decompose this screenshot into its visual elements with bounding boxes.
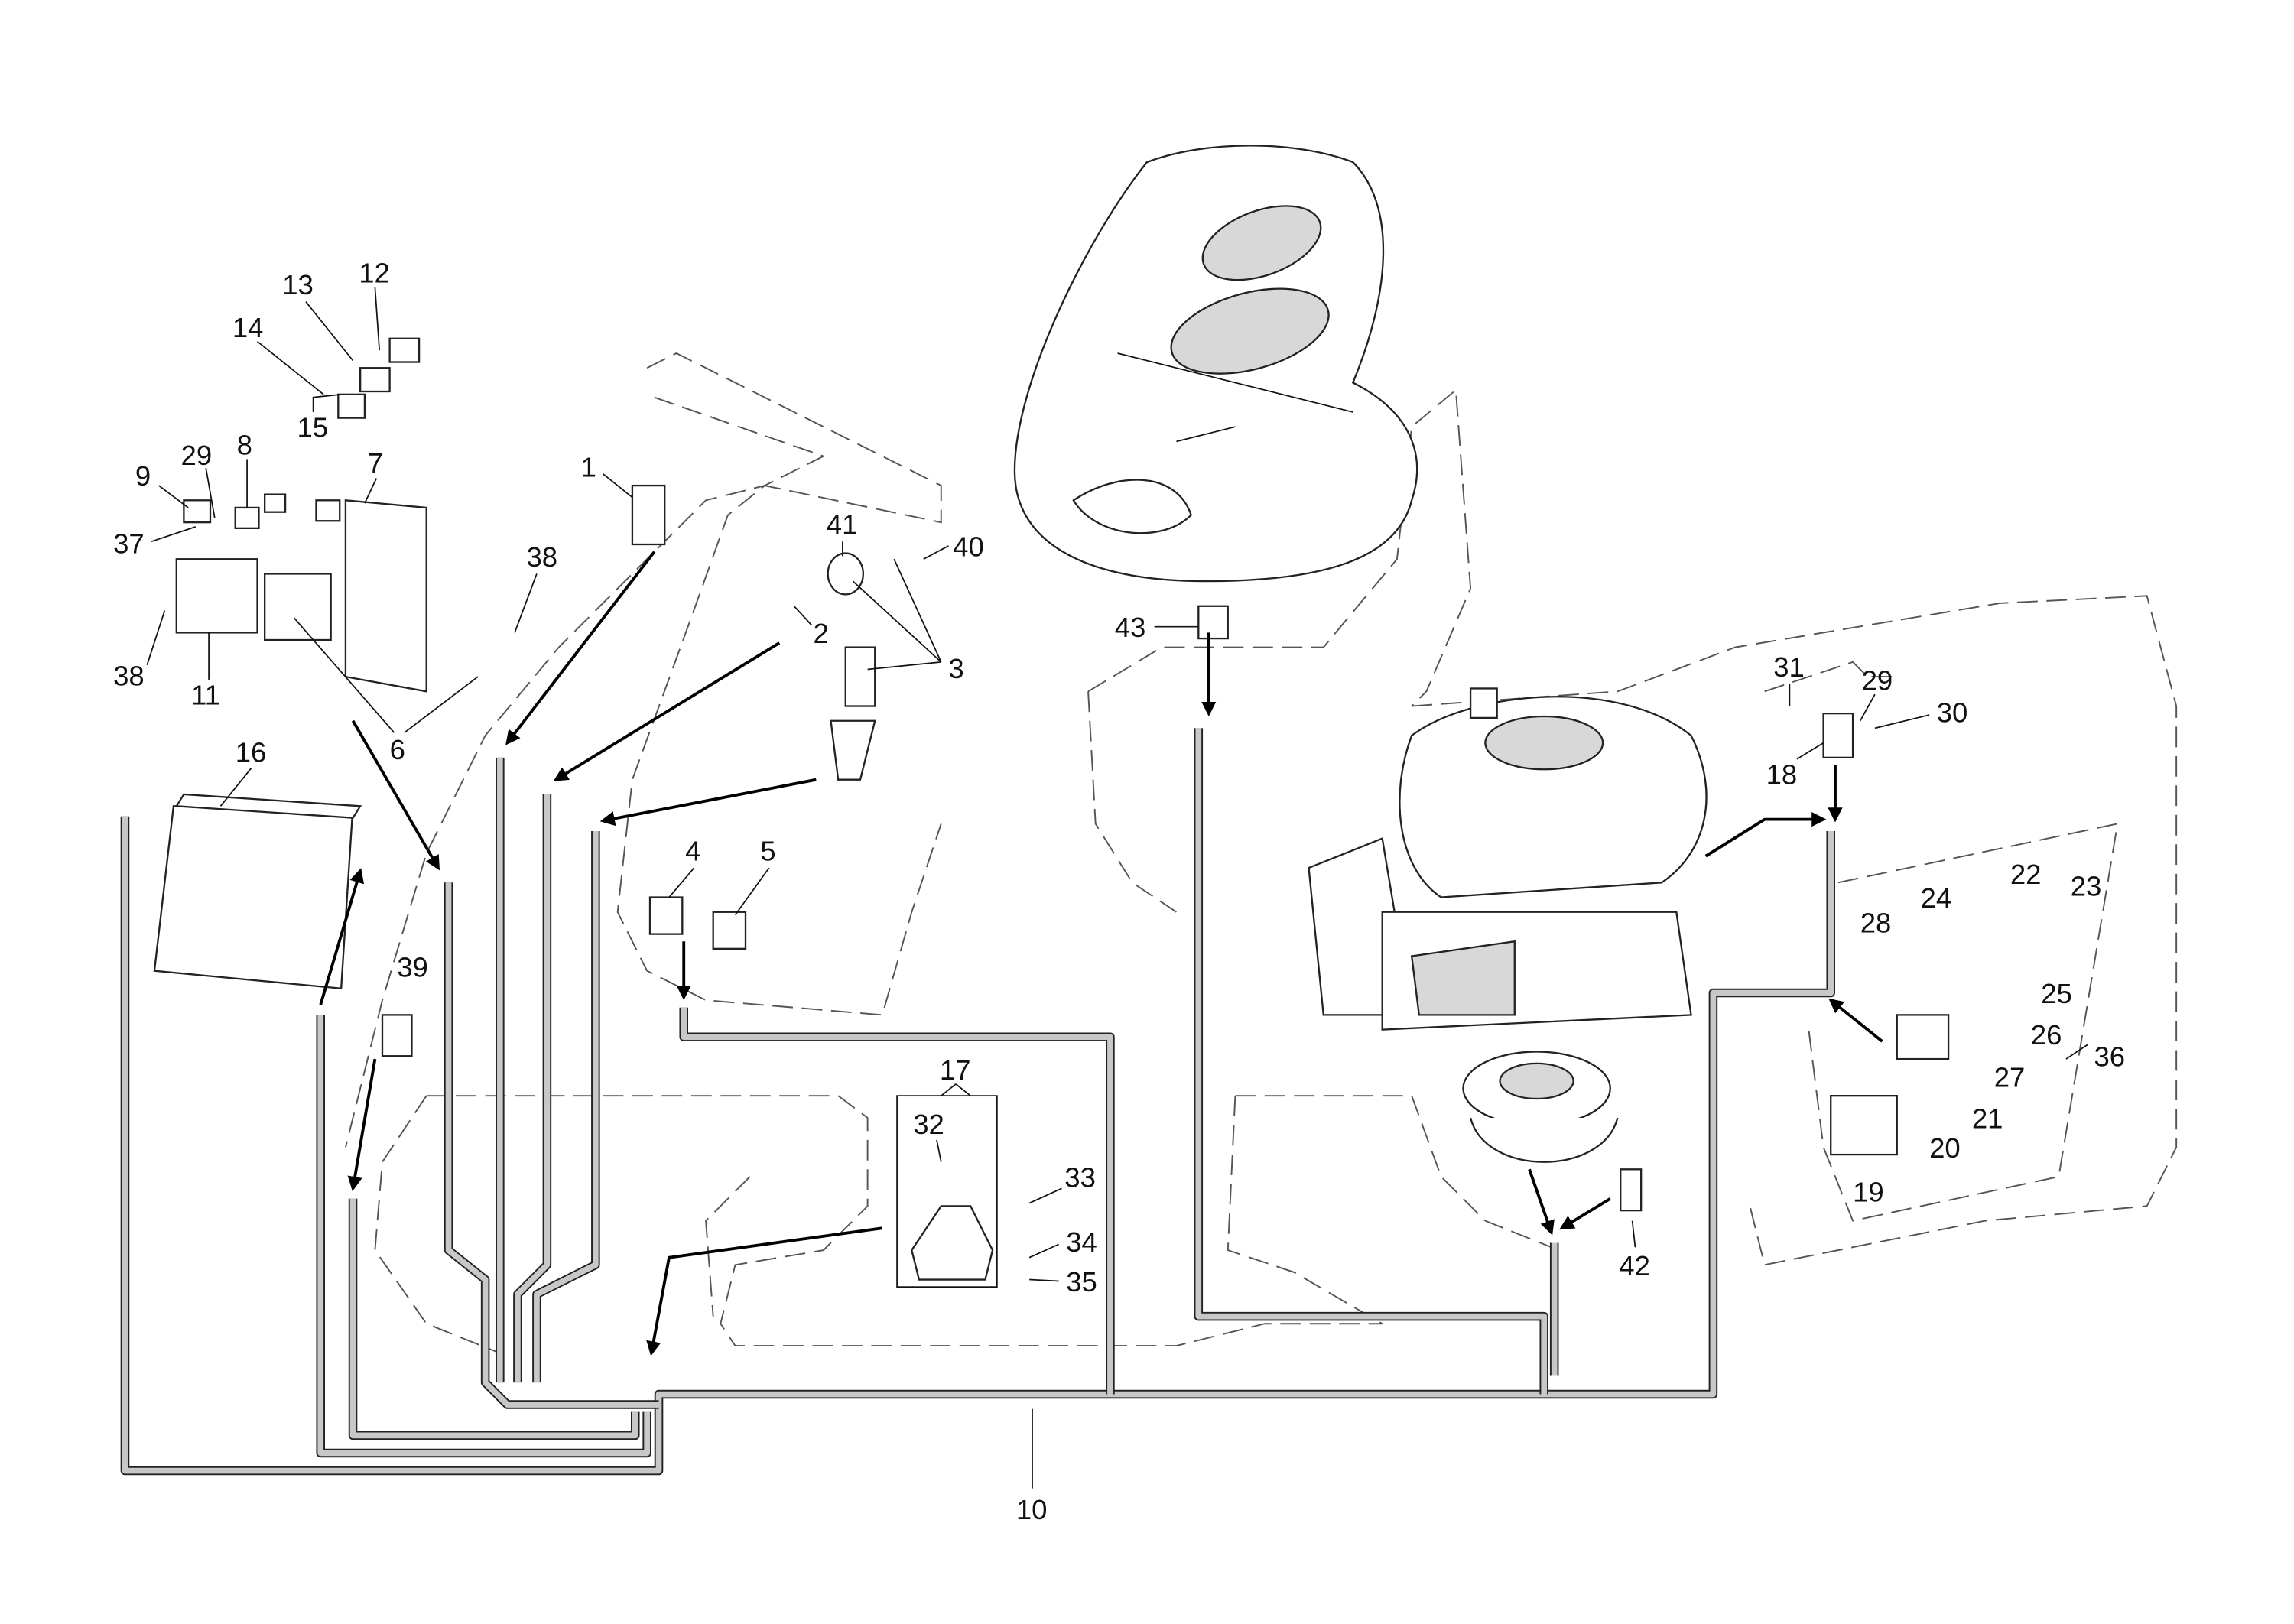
callout-29-right: 29 [1862,664,1893,696]
callout-1: 1 [581,452,596,483]
callout-31: 31 [1773,651,1805,683]
wiring-harness [120,728,1836,1476]
callout-41: 41 [827,509,858,541]
callout-29-left: 29 [181,440,213,471]
callout-13: 13 [282,269,314,300]
callout-15: 15 [297,412,328,443]
callout-30: 30 [1937,697,1968,729]
callout-17: 17 [940,1054,971,1086]
engine [1308,687,1708,1163]
callout-34: 34 [1066,1226,1097,1258]
callout-20: 20 [1929,1132,1961,1164]
callout-21: 21 [1972,1103,2003,1134]
callout-26: 26 [2031,1019,2062,1051]
callout-8: 8 [237,430,252,461]
connection-arrows [319,551,1883,1356]
callout-18: 18 [1766,758,1798,790]
callout-28: 28 [1860,908,1892,939]
callout-9: 9 [135,460,151,492]
callout-37: 37 [113,528,145,560]
callout-43: 43 [1115,612,1146,643]
frame-outline [344,352,2178,1354]
callout-23: 23 [2071,871,2102,902]
callout-5: 5 [760,835,775,866]
callout-7: 7 [368,447,383,479]
callout-19: 19 [1853,1177,1884,1208]
callout-25: 25 [2041,978,2072,1009]
callout-35: 35 [1066,1266,1097,1298]
callout-labels: 1 2 3 4 5 6 7 8 9 10 11 12 13 14 15 16 1… [113,258,2125,1525]
battery [153,793,362,990]
callout-33: 33 [1064,1161,1096,1193]
small-parts [175,337,1950,1281]
callout-27: 27 [1994,1062,2026,1093]
callout-24: 24 [1921,882,1952,914]
callout-6: 6 [390,734,405,765]
callout-2: 2 [813,618,828,649]
callout-22: 22 [2010,859,2042,890]
leader-lines [146,287,2089,1489]
callout-38-left: 38 [113,661,145,692]
callout-16: 16 [236,737,267,768]
callout-14: 14 [232,312,264,343]
callout-12: 12 [359,258,390,289]
callout-3: 3 [948,653,963,684]
callout-11: 11 [191,680,220,711]
callout-4: 4 [685,835,700,866]
callout-40: 40 [953,531,984,562]
callout-39: 39 [397,951,428,983]
callout-42: 42 [1619,1250,1650,1281]
seat [1013,145,1418,583]
callout-10: 10 [1016,1494,1048,1525]
callout-38-top: 38 [526,541,557,573]
callout-32: 32 [913,1109,944,1140]
callout-36: 36 [2094,1041,2125,1073]
